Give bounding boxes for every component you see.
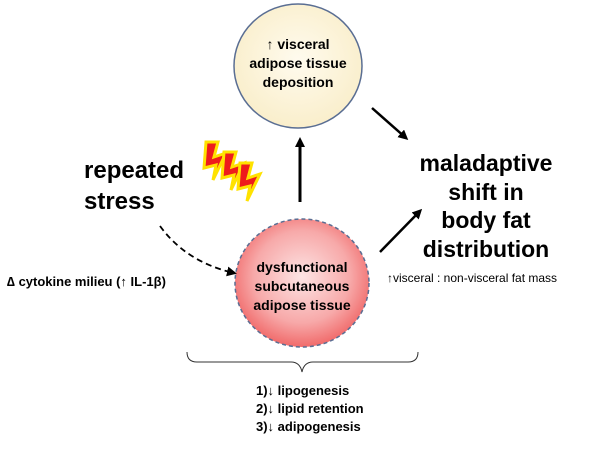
visceral-label-line3: deposition — [263, 74, 334, 90]
dysfunctional-circle — [234, 218, 370, 348]
effect-item-1: 1)↓ lipogenesis — [256, 383, 349, 398]
dysfunctional-tissue-node: dysfunctional subcutaneous adipose tissu… — [234, 218, 370, 348]
visceral-deposition-node: ↑ visceral adipose tissue deposition — [233, 3, 363, 129]
visceral-to-outcome-arrow — [371, 107, 409, 140]
dysfunctional-label-line2: subcutaneous — [255, 278, 350, 294]
dysfunctional-label-line1: dysfunctional — [256, 259, 347, 275]
visceral-label-line2: adipose tissue — [249, 55, 346, 71]
outcome-label-line4: distribution — [423, 236, 549, 262]
visceral-label-line1: ↑ visceral — [266, 36, 329, 52]
outcome-label-line2: shift in — [448, 179, 523, 205]
effects-brace — [186, 351, 419, 373]
cytokine-label: ∆ cytokine milieu (↑ IL-1β) — [7, 274, 166, 289]
lightning-icon — [202, 140, 263, 202]
ratio-label: ↑visceral : non-visceral fat mass — [387, 271, 557, 285]
dysfunctional-label-line3: adipose tissue — [253, 297, 350, 313]
lightning-bolt-1 — [202, 140, 229, 181]
effect-item-2: 2)↓ lipid retention — [256, 401, 364, 416]
lightning-bolt-3 — [236, 161, 263, 202]
stress-to-tissue-arrow — [159, 225, 237, 277]
visceral-circle — [233, 3, 363, 129]
stress-label-line1: repeated — [84, 157, 184, 184]
effect-item-3: 3)↓ adipogenesis — [256, 419, 361, 434]
stress-label-line2: stress — [84, 188, 155, 215]
outcome-label-line1: maladaptive — [420, 150, 553, 176]
tissue-to-outcome-arrow — [379, 208, 423, 253]
outcome-label-line3: body fat — [441, 207, 531, 233]
